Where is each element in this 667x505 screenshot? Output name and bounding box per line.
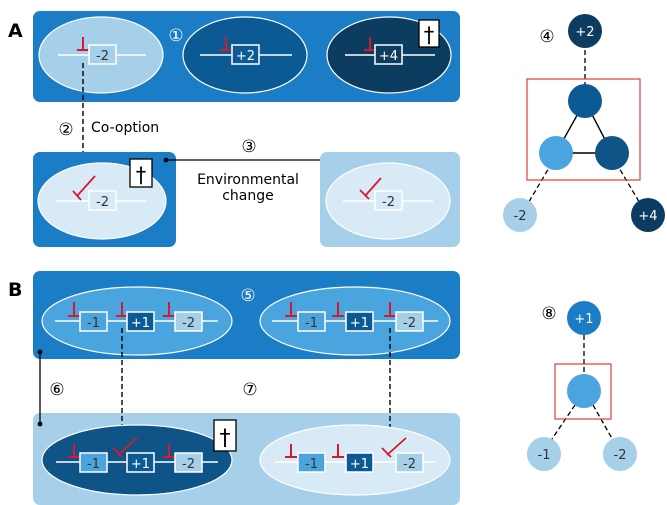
repressor-icon	[332, 444, 344, 458]
tree-b: ⑧ +1 -1 -2	[527, 301, 637, 471]
a-bottom-dagger: †	[129, 158, 153, 188]
tree-node-label: -2	[514, 209, 527, 224]
repressor-icon	[77, 37, 89, 51]
broken-repressor-icon	[359, 177, 382, 200]
repressor-icon	[332, 302, 344, 317]
gene-label: +1	[131, 457, 150, 472]
b-extinct-dagger: †	[213, 419, 237, 452]
b-bottom-ellipse-left: -1 +1 -2	[41, 424, 233, 496]
step-1: ①	[168, 26, 183, 46]
tree-node-label: -1	[538, 448, 551, 463]
step-6: ⑥	[49, 380, 64, 400]
repressor-icon	[163, 444, 175, 458]
co-option-label: Co-option	[91, 120, 159, 136]
gene-label: +1	[131, 316, 150, 331]
gene-label: -1	[87, 316, 100, 331]
gene-label: -2	[382, 195, 395, 210]
gene-label: -2	[96, 49, 109, 64]
environmental-change-line-2: change	[222, 188, 274, 204]
tree-node-label: -2	[614, 448, 627, 463]
gene-cell	[88, 190, 117, 211]
gene-label: +1	[350, 316, 369, 331]
repressor-icon	[163, 302, 175, 317]
b-top-ellipse-left: -1 +1 -2	[41, 286, 233, 356]
repressor-icon	[285, 444, 297, 458]
tree-node-top	[568, 14, 602, 48]
clade-highlight-box	[526, 78, 641, 181]
a-top-ellipse-2: +2	[182, 16, 308, 94]
broken-repressor-icon	[72, 175, 96, 201]
gene-label: +1	[350, 457, 369, 472]
step-2: ②	[58, 120, 73, 140]
svg-text:†: †	[136, 163, 147, 187]
repressor-icon	[285, 302, 297, 317]
gene-cell	[88, 44, 117, 65]
gene-cell	[231, 44, 260, 65]
tree-leaf-left	[527, 437, 561, 471]
gene-cell	[374, 44, 403, 65]
tree-a: ④ +2 -2 +4	[503, 14, 665, 232]
step-8: ⑧	[541, 304, 556, 324]
broken-repressor-icon	[112, 437, 138, 458]
gene-cell	[374, 190, 403, 211]
tree-node-label: +4	[638, 209, 657, 224]
gene-label: -2	[403, 457, 416, 472]
tree-node-root	[568, 84, 602, 118]
gene-label: -1	[87, 457, 100, 472]
step-5: ⑤	[240, 286, 255, 306]
broken-repressor-icon	[381, 437, 407, 458]
repressor-icon	[220, 37, 232, 51]
a-top-ellipse-1: -2	[38, 16, 164, 94]
gene-label: -1	[305, 457, 318, 472]
tree-node-label: +2	[575, 25, 594, 40]
repressor-icon	[68, 444, 80, 458]
gene-label: -2	[403, 316, 416, 331]
step-7: ⑦	[242, 380, 257, 400]
panel-a-label: A	[8, 20, 23, 42]
b-bottom-ellipse-right: -1 +1 -2	[259, 424, 451, 496]
step-4: ④	[539, 27, 554, 47]
repressor-icon	[364, 37, 376, 51]
step-3: ③	[241, 137, 256, 157]
gene-label: -2	[182, 316, 195, 331]
svg-text:†: †	[220, 426, 231, 451]
tree-leaf-right	[631, 198, 665, 232]
tree-node-top	[567, 301, 601, 335]
repressor-icon	[384, 302, 396, 317]
gene-label: -2	[96, 195, 109, 210]
gene-label: +4	[379, 49, 398, 64]
tree-node-right	[595, 136, 629, 170]
clade-highlight-box	[554, 363, 612, 420]
tree-node-label: +1	[574, 312, 593, 327]
b-top-ellipse-right: -1 +1 -2	[259, 286, 451, 356]
tree-leaf-left	[503, 198, 537, 232]
panel-b-label: B	[8, 279, 22, 301]
a-extinct-dagger: †	[418, 19, 440, 48]
environmental-change-line-1: Environmental	[197, 172, 299, 188]
svg-text:†: †	[424, 23, 435, 47]
tree-node-left	[539, 136, 573, 170]
repressor-icon	[68, 302, 80, 317]
tree-node-root	[567, 374, 601, 408]
a-bottom-ellipse-2: -2	[325, 162, 451, 240]
tree-leaf-right	[603, 437, 637, 471]
gene-label: -1	[305, 316, 318, 331]
gene-label: +2	[236, 49, 255, 64]
repressor-icon	[116, 302, 128, 317]
gene-label: -2	[182, 457, 195, 472]
